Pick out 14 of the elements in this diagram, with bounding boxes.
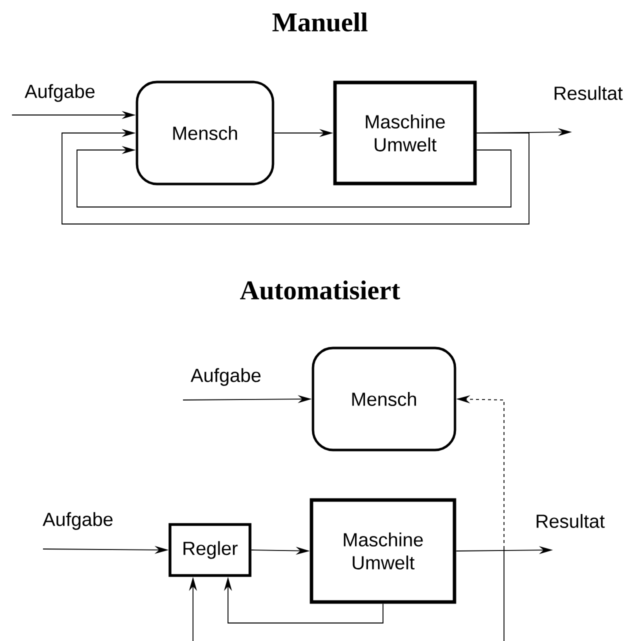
- edge-label: Resultat: [554, 86, 623, 100]
- section-heading: Automatisiert: [240, 280, 400, 300]
- process-box: Maschine Umwelt: [333, 80, 477, 186]
- rounded-box: Mensch: [136, 80, 274, 186]
- arrow: [62, 128, 530, 224]
- edge-label: Resultat: [536, 514, 605, 528]
- edge-label: Aufgabe: [24, 84, 95, 102]
- process-box: Maschine Umwelt: [310, 498, 456, 604]
- section-heading: Manuell: [272, 12, 368, 32]
- edge-label: Aufgabe: [190, 368, 261, 386]
- edge-label: Aufgabe: [42, 512, 113, 530]
- controller-box: Regler: [168, 523, 252, 577]
- arrow: [76, 146, 512, 208]
- rounded-box: Mensch: [312, 346, 456, 452]
